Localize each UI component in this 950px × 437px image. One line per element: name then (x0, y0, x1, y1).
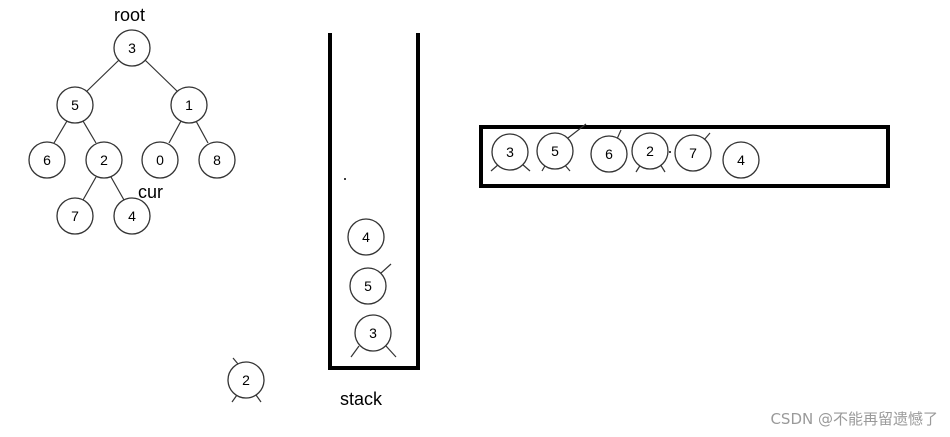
output-node-label: 4 (737, 152, 745, 168)
stack-container (328, 33, 420, 370)
stack-label: stack (340, 389, 383, 409)
tree-node-label: 7 (71, 208, 79, 224)
output-node: 4 (722, 141, 760, 179)
tree-node: 2 (85, 141, 123, 179)
root-label: root (114, 5, 145, 25)
tree-node-label: 5 (71, 97, 79, 113)
tree-node: 7 (56, 197, 94, 235)
edge-3-5 (85, 59, 120, 93)
output-box (479, 125, 890, 188)
stack-items: 4 5 3 (347, 218, 397, 358)
tree-node-label: 1 (185, 97, 193, 113)
stack-item-label: 3 (369, 325, 377, 341)
output-node: 6 (590, 129, 628, 173)
tree-node: 0 (141, 141, 179, 179)
edge-2-4 (110, 176, 125, 201)
edge-5-6 (53, 120, 68, 144)
output-node-label: 7 (689, 145, 697, 161)
output-node-label: 2 (646, 143, 654, 159)
floating-node: 2 (227, 357, 265, 403)
stack-item: 3 (350, 314, 397, 358)
tree-node: 6 (28, 141, 66, 179)
output-node: 2 (631, 132, 669, 173)
tree-node-label: 0 (156, 152, 164, 168)
stack-item: 4 (347, 218, 385, 256)
output-node: 3 (490, 133, 531, 172)
tree-node-label: 3 (128, 40, 136, 56)
output-sequence: 3 5 6 2 7 4 (490, 123, 760, 179)
tree-node: 5 (56, 86, 94, 124)
cur-label: cur (138, 182, 163, 202)
output-node-label: 5 (551, 143, 559, 159)
output-node: 5 (536, 123, 587, 172)
tree-node-label: 8 (213, 152, 221, 168)
tree-node-label: 2 (100, 152, 108, 168)
edge-1-0 (168, 120, 182, 144)
output-node: 7 (674, 132, 712, 172)
edge-3-1 (144, 59, 179, 93)
output-node-label: 3 (506, 144, 514, 160)
edge-5-2 (82, 120, 97, 144)
tree-node-label: 4 (128, 208, 136, 224)
stack-item-label: 5 (364, 278, 372, 294)
tree-node: 1 (170, 86, 208, 124)
stack-item-label: 4 (362, 229, 370, 245)
tree-nodes: 3 5 1 6 2 0 8 7 (28, 29, 236, 235)
edge-2-7 (82, 176, 97, 201)
output-node-label: 6 (605, 146, 613, 162)
tree-node: 8 (198, 141, 236, 179)
watermark: CSDN @不能再留遗憾了 (770, 410, 938, 428)
tree-node-label: 6 (43, 152, 51, 168)
floating-node-label: 2 (242, 372, 250, 388)
stack-item: 5 (349, 263, 392, 305)
tree-node: 3 (113, 29, 151, 67)
edge-1-8 (195, 120, 209, 144)
tree-node: 4 (113, 197, 151, 235)
tree-edges (53, 59, 209, 201)
